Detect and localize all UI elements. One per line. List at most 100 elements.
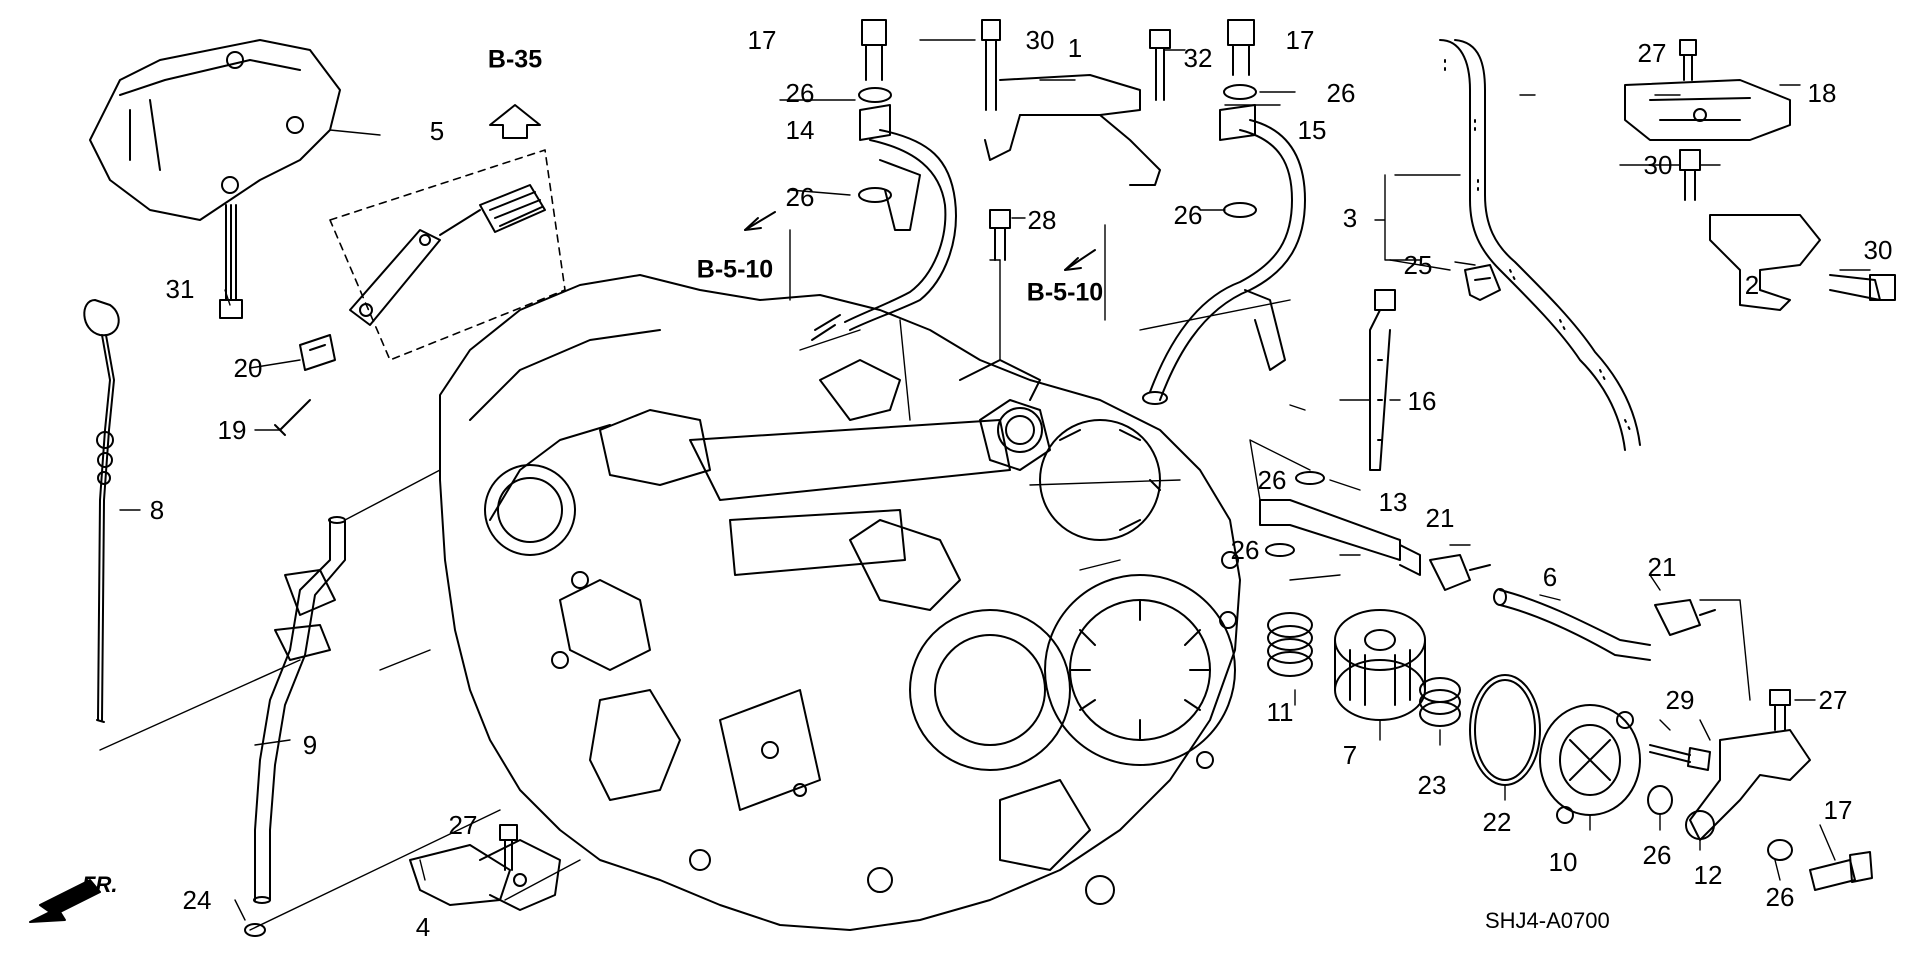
- spring-23: [1419, 677, 1461, 727]
- hose-6: [1493, 588, 1651, 661]
- filter-7: [1334, 609, 1426, 721]
- bolt-30-right: [1829, 274, 1896, 301]
- clip-21-right: [1654, 599, 1716, 636]
- diagram-code: SHJ4-A0700: [1485, 908, 1610, 933]
- bolt-30-top: [981, 19, 1001, 111]
- callout-26h: 26: [1765, 882, 1795, 912]
- bolt-29: [1649, 744, 1711, 771]
- pipe-15: [1142, 104, 1306, 405]
- callout-28: 28: [1027, 205, 1057, 235]
- pipe-13: [1259, 499, 1421, 576]
- callout-26g: 26: [1642, 840, 1672, 870]
- callout-6: 6: [1542, 562, 1558, 592]
- callout-16: 16: [1407, 386, 1437, 416]
- ref-b510-left[interactable]: B-5-10: [696, 255, 774, 284]
- callout-19: 19: [217, 415, 247, 445]
- bolt-30-mid-right: [1679, 149, 1701, 201]
- callout-21a: 21: [1425, 503, 1455, 533]
- b510-right-arrow: [1064, 249, 1096, 271]
- callout-27b: 27: [448, 810, 478, 840]
- b510-left-arrow: [744, 211, 776, 231]
- clip-25: [1464, 264, 1501, 301]
- washers-26-13: [1265, 471, 1325, 557]
- callout-26f: 26: [1230, 535, 1260, 565]
- callout-23: 23: [1417, 770, 1447, 800]
- b35-arrow: [489, 104, 541, 139]
- bolt-17-bottom: [1809, 851, 1873, 891]
- callout-14: 14: [785, 115, 815, 145]
- leader-lines: [99, 39, 1871, 931]
- front-label: FR.: [82, 872, 118, 897]
- callout-7: 7: [1342, 740, 1358, 770]
- washer-26-bottom: [1647, 785, 1673, 815]
- bolt-32: [1149, 29, 1171, 101]
- callout-32: 32: [1183, 43, 1213, 73]
- bolt-28: [989, 209, 1011, 261]
- bolt-27-right: [1769, 689, 1791, 731]
- washer-24: [244, 923, 266, 937]
- pipe-9: [253, 516, 346, 904]
- bracket-12: [1685, 729, 1811, 841]
- dashed-group: [329, 149, 566, 361]
- bolt-31: [219, 204, 243, 319]
- callout-26a: 26: [785, 78, 815, 108]
- callout-3: 3: [1342, 203, 1358, 233]
- callout-30c: 30: [1863, 235, 1893, 265]
- hose-3: [1439, 39, 1641, 451]
- washers-26-14: [858, 87, 892, 203]
- callout-27a: 27: [1637, 38, 1667, 68]
- callout-17a: 17: [747, 25, 777, 55]
- callout-29: 29: [1665, 685, 1695, 715]
- transmission-case: [439, 274, 1241, 931]
- bracket-5: [89, 39, 341, 221]
- bolt-27-lower: [499, 824, 518, 871]
- fr-arrow: [29, 879, 101, 923]
- bolt-16: [1369, 289, 1396, 471]
- bracket-2: [1709, 214, 1821, 311]
- washer-26-bottom-right: [1767, 839, 1793, 861]
- callout-8: 8: [149, 495, 165, 525]
- bolt-17-right: [1227, 19, 1255, 76]
- callout-9: 9: [302, 730, 318, 760]
- callout-13: 13: [1378, 487, 1408, 517]
- callout-18: 18: [1807, 78, 1837, 108]
- callout-1: 1: [1067, 33, 1083, 63]
- callout-4: 4: [415, 912, 431, 942]
- bolt-17-top: [861, 19, 887, 81]
- callout-26e: 26: [1257, 465, 1287, 495]
- callout-17b: 17: [1285, 25, 1315, 55]
- callout-11: 11: [1266, 697, 1294, 727]
- callout-30a: 30: [1025, 25, 1055, 55]
- callout-30b: 30: [1643, 150, 1673, 180]
- callout-10: 10: [1548, 847, 1578, 877]
- callout-21b: 21: [1647, 552, 1677, 582]
- callout-26d: 26: [1173, 200, 1203, 230]
- lever-assembly: [349, 184, 546, 326]
- callout-15: 15: [1297, 115, 1327, 145]
- ref-b510-right[interactable]: B-5-10: [1026, 278, 1104, 307]
- callout-26c: 26: [1326, 78, 1356, 108]
- bracket-18: [1624, 79, 1791, 141]
- cover-10: [1539, 704, 1641, 824]
- callout-17c: 17: [1823, 795, 1853, 825]
- callout-22: 22: [1482, 807, 1512, 837]
- bolt-27-top-right: [1679, 39, 1697, 81]
- bracket-4: [409, 839, 561, 911]
- callout-5: 5: [429, 116, 445, 146]
- clip-21-left: [1429, 554, 1491, 591]
- ref-b35[interactable]: B-35: [487, 45, 543, 74]
- callout-2: 2: [1744, 270, 1760, 300]
- callout-26b: 26: [785, 182, 815, 212]
- dipstick-8: [83, 299, 120, 723]
- callout-20: 20: [233, 353, 263, 383]
- pipe-14: [811, 104, 957, 341]
- callout-27c: 27: [1818, 685, 1848, 715]
- spring-11: [1267, 612, 1313, 677]
- clip-20: [299, 334, 336, 371]
- bracket-1: [984, 74, 1161, 186]
- callout-25: 25: [1403, 250, 1433, 280]
- callout-31: 31: [165, 274, 195, 304]
- callout-12: 12: [1693, 860, 1723, 890]
- callout-24: 24: [182, 885, 212, 915]
